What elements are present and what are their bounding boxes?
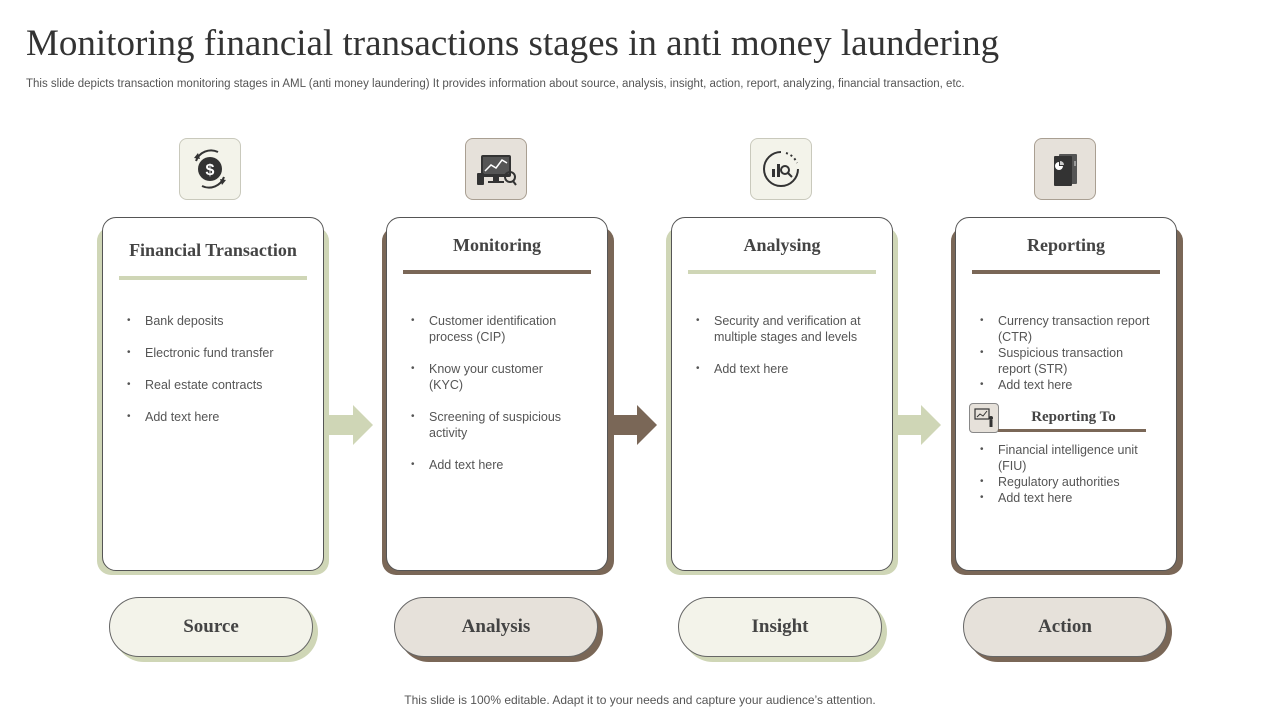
monitor-chart-icon xyxy=(465,138,527,200)
card-title: Analysing xyxy=(743,235,821,255)
card-divider xyxy=(972,270,1160,274)
arrow-right-icon xyxy=(327,405,373,445)
list-item: Add text here xyxy=(692,361,874,377)
list-item: Add text here xyxy=(123,409,313,425)
bullet-list: Customer identification process (CIP) Kn… xyxy=(407,313,579,473)
card-divider xyxy=(403,270,591,274)
list-item: Screening of suspicious activity xyxy=(407,409,579,441)
card-title: Monitoring xyxy=(453,235,541,255)
stage-pill-insight: Insight xyxy=(678,597,882,657)
page-subtitle: This slide depicts transaction monitorin… xyxy=(26,78,965,90)
stage-pill-action: Action xyxy=(963,597,1167,657)
list-item: Add text here xyxy=(976,377,1158,393)
stage-pill-analysis: Analysis xyxy=(394,597,598,657)
bullet-list: Security and verification at multiple st… xyxy=(692,313,874,377)
list-item: Financial intelligence unit (FIU) xyxy=(976,442,1158,474)
analytics-search-icon xyxy=(750,138,812,200)
list-item: Add text here xyxy=(407,457,579,473)
bullet-list: Bank deposits Electronic fund transfer R… xyxy=(123,313,313,425)
list-item: Bank deposits xyxy=(123,313,313,329)
list-item: Real estate contracts xyxy=(123,377,313,393)
page-title: Monitoring financial transactions stages… xyxy=(26,23,1000,64)
stage-pill-source: Source xyxy=(109,597,313,657)
list-item: Customer identification process (CIP) xyxy=(407,313,579,345)
card-divider xyxy=(688,270,876,274)
list-item: Security and verification at multiple st… xyxy=(692,313,874,345)
arrow-right-icon xyxy=(895,405,941,445)
dollar-exchange-icon: $ xyxy=(179,138,241,200)
stage-card-analysing: Analysing Security and verification at m… xyxy=(671,217,893,571)
card-title: Financial Transaction xyxy=(129,240,297,260)
presenter-board-icon xyxy=(969,403,999,433)
list-item: Add text here xyxy=(976,490,1158,506)
list-item: Suspicious transaction report (STR) xyxy=(976,345,1158,377)
bullet-list: Currency transaction report (CTR) Suspic… xyxy=(976,313,1158,393)
svg-text:$: $ xyxy=(206,162,215,179)
footer-note: This slide is 100% editable. Adapt it to… xyxy=(404,693,876,707)
arrow-right-icon xyxy=(611,405,657,445)
card-title: Reporting xyxy=(1027,235,1105,255)
reporting-to-divider xyxy=(998,429,1146,432)
stage-card-financial-transaction: Financial Transaction Bank deposits Elec… xyxy=(102,217,324,571)
list-item: Currency transaction report (CTR) xyxy=(976,313,1158,345)
list-item: Regulatory authorities xyxy=(976,474,1158,490)
list-item: Know your customer (KYC) xyxy=(407,361,579,393)
report-folder-icon xyxy=(1034,138,1096,200)
reporting-to-heading: Reporting To xyxy=(1031,409,1116,425)
card-divider xyxy=(119,276,307,280)
stage-card-monitoring: Monitoring Customer identification proce… xyxy=(386,217,608,571)
reporting-to-list: Financial intelligence unit (FIU) Regula… xyxy=(976,442,1158,506)
stage-card-reporting: Reporting Currency transaction report (C… xyxy=(955,217,1177,571)
list-item: Electronic fund transfer xyxy=(123,345,313,361)
